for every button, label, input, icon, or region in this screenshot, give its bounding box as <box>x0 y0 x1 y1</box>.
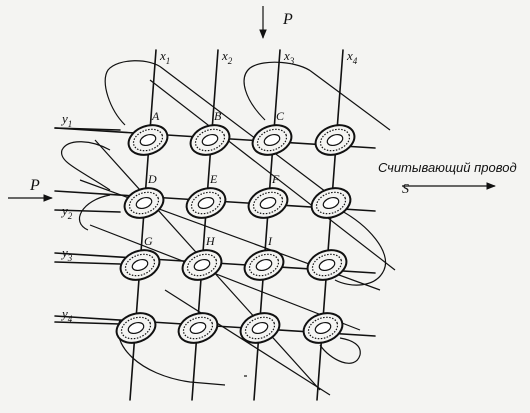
sense-wire-segment <box>61 141 111 191</box>
sense-wire-loops <box>61 60 396 396</box>
column-wire <box>316 49 344 401</box>
core-label: A <box>151 109 160 123</box>
row-label: y4 <box>60 306 73 324</box>
core-label: E <box>209 172 218 186</box>
row-lead <box>54 127 121 131</box>
ferrite-core <box>251 124 293 156</box>
sense-wire-label: Считывающий провод <box>378 160 517 175</box>
ferrite-core <box>185 187 227 219</box>
sense-wire-segment <box>319 337 361 364</box>
ferrite-core <box>243 249 285 281</box>
row-lead <box>54 321 121 325</box>
core-label: G <box>144 234 153 248</box>
ferrite-core <box>310 187 352 219</box>
column-label: x1 <box>159 48 170 66</box>
ferrite-core <box>247 187 289 219</box>
sense-wire-symbol: S <box>402 182 409 197</box>
row-lead <box>54 261 121 265</box>
core-label: H <box>205 234 216 248</box>
column-wire <box>253 49 281 401</box>
ferrite-core <box>123 187 165 219</box>
row-label: y3 <box>60 245 73 263</box>
ferrite-core <box>177 312 219 344</box>
sense-wire-segment <box>89 224 361 331</box>
sense-wire-segment <box>164 289 331 396</box>
sense-wire-segment <box>104 60 341 206</box>
column-wire <box>191 49 219 401</box>
sense-wire-segment <box>78 194 111 231</box>
ferrite-core <box>302 312 344 344</box>
ferrite-core <box>181 249 223 281</box>
ferrite-core <box>306 249 348 281</box>
core-label: I <box>267 234 273 248</box>
ferrite-core <box>119 249 161 281</box>
ferrite-core <box>127 124 169 156</box>
row-lead <box>54 209 121 213</box>
core-label: F <box>271 172 280 186</box>
row-wires <box>54 127 376 337</box>
column-label: x4 <box>346 48 358 66</box>
pulse-label-top: P <box>282 11 293 28</box>
core-label: D <box>147 172 157 186</box>
sense-wire-segment <box>334 209 387 286</box>
ferrite-core <box>239 312 281 344</box>
column-label: x2 <box>221 48 233 66</box>
ferrite-core <box>189 124 231 156</box>
column-label: x3 <box>283 48 295 66</box>
sense-wire-segment <box>243 61 391 131</box>
ferrite-core <box>314 124 356 156</box>
ferrite-cores <box>115 124 356 344</box>
core-label: B <box>214 109 222 123</box>
sense-wire-segment <box>149 79 396 271</box>
row-label: y1 <box>60 111 72 129</box>
row-label: y2 <box>60 203 73 221</box>
column-wires <box>129 49 344 401</box>
column-wire <box>129 49 157 401</box>
pulse-label-left: P <box>29 177 40 194</box>
core-label: C <box>276 109 285 123</box>
ferrite-core <box>115 312 157 344</box>
